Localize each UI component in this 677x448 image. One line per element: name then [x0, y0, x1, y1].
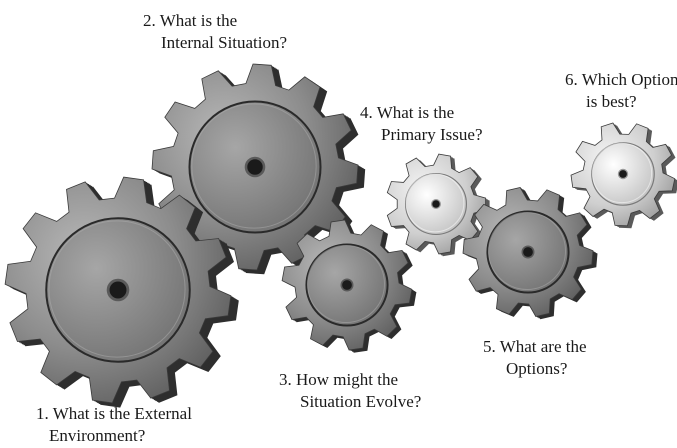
- label-options-line1: 5. What are the: [483, 337, 587, 356]
- label-external-environment-line1: 1. What is the External: [36, 404, 192, 423]
- label-options-line2: Options?: [506, 359, 568, 378]
- gear-4: [386, 153, 490, 257]
- gear-3: [281, 219, 417, 353]
- gear-6: [570, 122, 677, 229]
- gear-1-hub: [109, 281, 127, 299]
- label-internal-situation: 2. What is the Internal Situation?: [143, 10, 287, 54]
- label-primary-issue: 4. What is the Primary Issue?: [360, 102, 483, 146]
- label-best-option-line2: is best?: [586, 92, 637, 111]
- gear-1: [4, 176, 239, 408]
- gear-6-hub: [619, 170, 627, 178]
- label-best-option-line1: 6. Which Option: [565, 70, 677, 89]
- label-options: 5. What are the Options?: [483, 336, 587, 380]
- label-internal-situation-line2: Internal Situation?: [161, 33, 288, 52]
- label-situation-evolve-line2: Situation Evolve?: [300, 392, 422, 411]
- label-situation-evolve-line1: 3. How might the: [279, 370, 398, 389]
- gear-5: [462, 187, 598, 320]
- gear-2-hub: [247, 159, 263, 175]
- gear-2: [151, 63, 366, 275]
- label-primary-issue-line2: Primary Issue?: [381, 125, 483, 144]
- label-primary-issue-line1: 4. What is the: [360, 103, 455, 122]
- label-situation-evolve: 3. How might the Situation Evolve?: [279, 369, 421, 413]
- label-external-environment: 1. What is the External Environment?: [36, 403, 192, 447]
- gear-4-hub: [432, 200, 440, 208]
- label-internal-situation-line1: 2. What is the: [143, 11, 238, 30]
- gear-3-hub: [342, 280, 352, 290]
- label-external-environment-line2: Environment?: [49, 426, 146, 445]
- label-best-option: 6. Which Option is best?: [565, 69, 677, 113]
- gear-5-hub: [523, 247, 533, 257]
